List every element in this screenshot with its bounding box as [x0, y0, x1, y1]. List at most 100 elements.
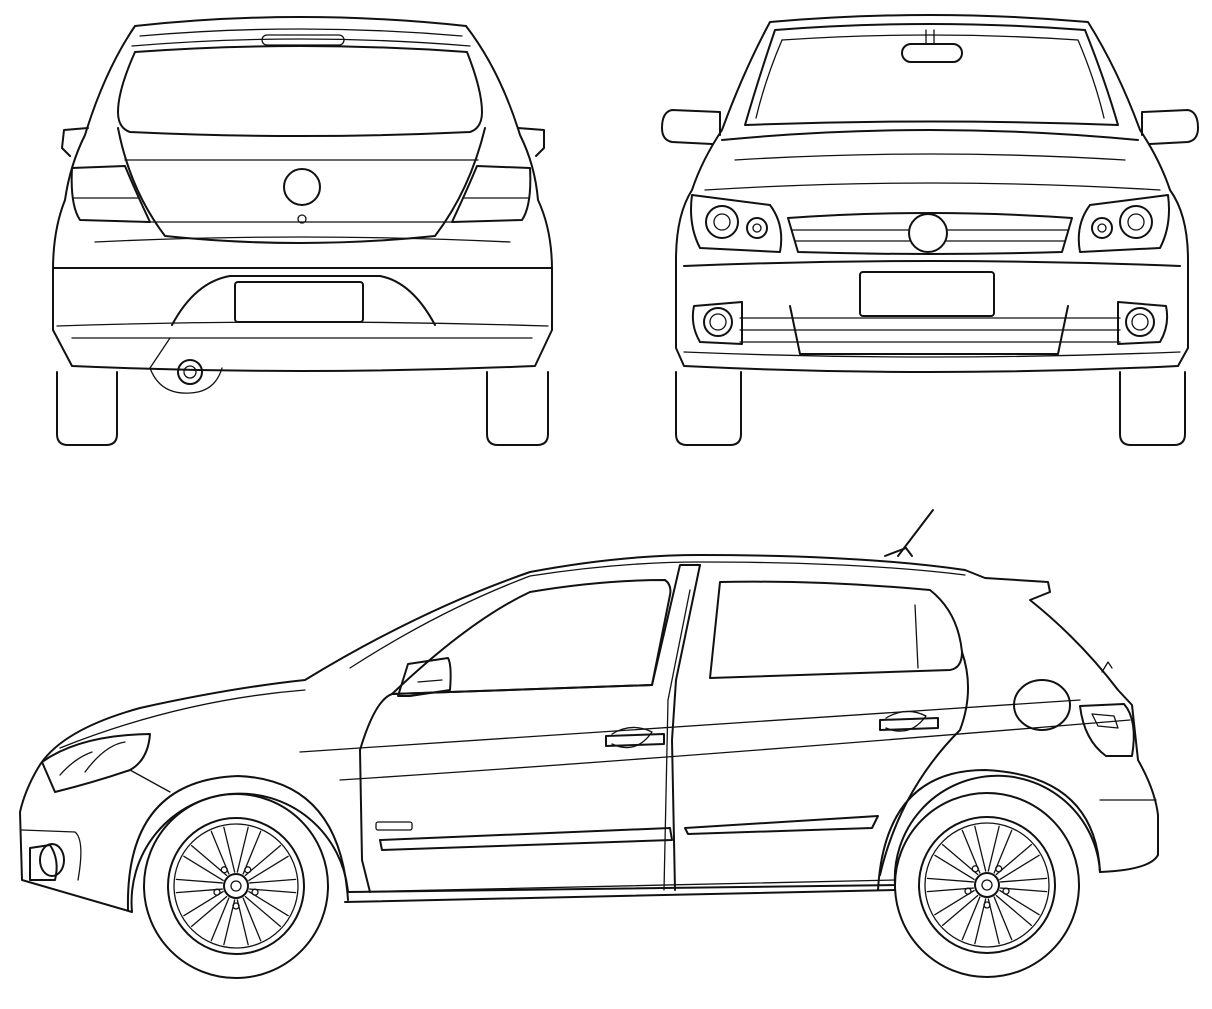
side-view-front-spoke — [175, 878, 223, 894]
rear-view-tailgate — [117, 127, 486, 244]
side-view-front-door-rear-edge — [663, 589, 691, 891]
front-view-windshield-inner-left — [755, 39, 783, 119]
front-view-left-headlight — [690, 194, 783, 253]
front-view-right-side-mirror — [1141, 109, 1199, 145]
front-view-hood-edge — [721, 129, 1139, 141]
side-view-fender-line — [129, 769, 171, 793]
side-view-fuel-cap — [1013, 679, 1071, 731]
front-view-bumper-top — [683, 260, 1181, 267]
side-view-side-mirror-arm — [417, 679, 443, 683]
side-view-rear-hub — [974, 872, 1000, 898]
rear-view-rear-window — [117, 45, 483, 137]
front-view-windshield-inner — [781, 34, 1105, 119]
front-view-right-fog-housing — [1117, 301, 1169, 345]
front-view-hood-crease — [734, 153, 1126, 161]
side-view-front-door-handle — [605, 733, 665, 747]
side-view-front-spoke — [210, 897, 236, 946]
rear-view-right-mirror — [517, 127, 545, 157]
side-view-rear-door-edge — [879, 651, 969, 876]
side-view-antenna-base — [884, 547, 913, 557]
side-view-front-wheel — [143, 793, 329, 979]
side-view-rear-wiper — [1101, 661, 1113, 673]
front-view-left-side-mirror — [661, 109, 721, 145]
side-view-front-window — [391, 579, 672, 695]
side-view-front-bumper-line — [21, 829, 82, 881]
side-view-hood-line — [59, 689, 306, 749]
front-view-right-headlight — [1077, 194, 1170, 253]
rear-view-spoiler-lower — [131, 38, 471, 47]
side-view-rear-door-handle — [879, 717, 939, 731]
side-view-front-rim-outer — [167, 817, 305, 955]
front-view — [661, 14, 1199, 446]
side-view-fog-light — [39, 843, 65, 877]
side-view-front-spoke — [210, 826, 236, 875]
front-view-windshield — [744, 23, 1119, 126]
side-view-tail-light-inner — [1091, 713, 1119, 729]
front-view-license-plate — [859, 271, 995, 317]
front-view-spoiler-lip — [683, 351, 1181, 358]
side-view-roof-rail — [349, 561, 966, 669]
front-view-left-fog-light — [703, 307, 733, 337]
side-view-protection-strip — [379, 827, 673, 851]
side-view-front-spokes — [175, 826, 297, 946]
rear-view-camera — [297, 214, 307, 224]
rear-view — [52, 16, 553, 446]
side-view-front-spoke — [244, 844, 289, 882]
side-view-rear-protection-strip — [684, 815, 879, 835]
side-view-rear-wheel — [894, 792, 1080, 978]
side-view-rear-hub-cap — [981, 879, 993, 891]
rear-view-badge — [283, 168, 321, 206]
side-view-rear-wheel-arch — [877, 769, 1101, 891]
front-view-hood-front — [704, 182, 1161, 191]
side-view-waistline — [299, 699, 1081, 753]
side-view-rear-spoke — [995, 843, 1040, 881]
side-view-rocker — [344, 889, 896, 903]
rear-view-bumper-crease — [94, 236, 511, 243]
side-view-front-door-front-edge — [359, 749, 371, 893]
side-view-front-wheel-arch — [126, 775, 349, 911]
side-view-rear-door-handle-recess — [885, 710, 927, 732]
side-view-tail-light — [1079, 703, 1135, 757]
rear-view-right-tail-light — [451, 165, 532, 223]
front-view-badge — [908, 213, 948, 253]
front-view-left-fog-housing — [691, 301, 743, 345]
front-view-left-fog-light-inner — [709, 313, 727, 331]
side-view-rear-spoke — [961, 896, 987, 945]
rear-view-brake-light — [261, 34, 345, 46]
front-view-right-headlamp-main-inner — [1127, 213, 1145, 231]
front-view-mirror-stem — [925, 29, 935, 45]
front-view-right-fog-light-inner — [1131, 313, 1149, 331]
rear-view-plate-recess — [171, 275, 436, 326]
front-view-body-outline — [675, 14, 1189, 373]
side-view-body-outline — [19, 554, 1159, 913]
side-view-rear-spoke — [926, 877, 974, 893]
side-view-front-door — [359, 564, 701, 751]
front-view-rearview-mirror — [901, 43, 963, 63]
side-view-side-marker — [375, 821, 413, 831]
side-view-rear-spokes — [926, 825, 1048, 945]
side-view-headlight — [41, 733, 151, 793]
side-view-side-mirror — [397, 657, 452, 697]
rear-view-left-wheel — [56, 371, 118, 446]
side-view-headlight-inner-2 — [59, 751, 93, 776]
side-view-headlight-inner — [84, 741, 126, 773]
rear-view-spoiler — [139, 28, 463, 37]
front-view-right-headlamp-main — [1119, 205, 1153, 239]
rear-view-left-mirror — [61, 127, 89, 157]
side-view-front-hub — [223, 873, 249, 899]
front-view-grille — [787, 212, 1073, 255]
front-view-right-wheel — [1119, 371, 1186, 446]
front-view-right-headlamp-aux-inner — [1097, 223, 1107, 233]
front-view-left-headlamp-aux — [746, 217, 768, 239]
side-view-shoulder-line — [339, 719, 1131, 781]
rear-view-left-tail-light — [70, 165, 151, 223]
side-view-rear-rim-lip — [924, 822, 1050, 948]
side-view-rear-pillar-line — [914, 604, 919, 669]
front-view-left-headlamp-main-inner — [713, 213, 731, 231]
rear-view-exhaust-pipe — [177, 359, 203, 385]
side-view-front-rim-lip — [173, 823, 299, 949]
side-view-rear-rim-outer — [918, 816, 1056, 954]
side-view-rear-spoke — [995, 889, 1040, 927]
side-view-rear-window — [709, 580, 963, 679]
side-view-rocker-upper — [347, 879, 896, 893]
